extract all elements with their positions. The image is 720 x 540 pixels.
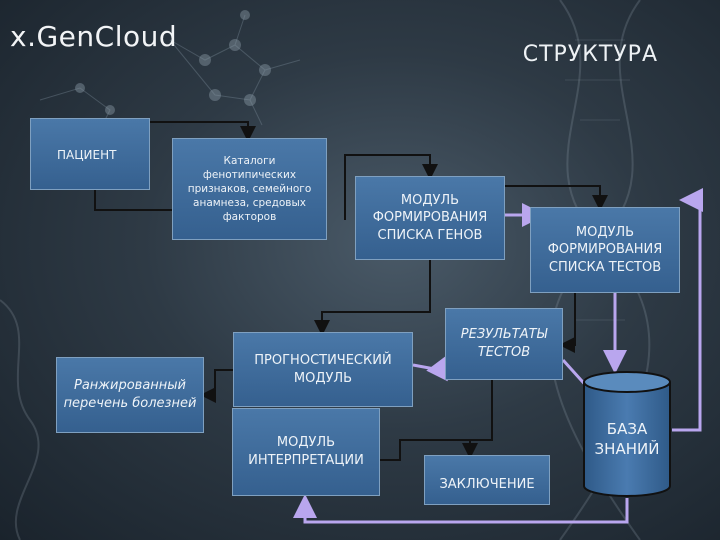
- box-interpretation-module-label: МОДУЛЬ ИНТЕРПРЕТАЦИИ: [248, 435, 364, 468]
- arrow-interpretation-to-conclusion: [405, 439, 478, 459]
- box-catalogs: Каталоги фенотипических признаков, семей…: [172, 138, 327, 240]
- box-ranked-diseases-label: Ранжированный перечень болезней: [63, 378, 197, 411]
- box-gene-list-module: МОДУЛЬ ФОРМИРОВАНИЯ СПИСКА ГЕНОВ: [355, 176, 505, 260]
- box-test-list-module: МОДУЛЬ ФОРМИРОВАНИЯ СПИСКА ТЕСТОВ: [530, 207, 680, 293]
- box-interpretation-module: МОДУЛЬ ИНТЕРПРЕТАЦИИ: [232, 408, 380, 496]
- link-violet-prognostic-results: [412, 354, 448, 382]
- box-test-results-label: РЕЗУЛЬТАТЫ ТЕСТОВ: [460, 327, 548, 360]
- box-test-results: РЕЗУЛЬТАТЫ ТЕСТОВ: [445, 308, 563, 380]
- box-patient: ПАЦИЕНТ: [30, 118, 150, 190]
- box-ranked-diseases: Ранжированный перечень болезней: [56, 357, 204, 433]
- box-conclusion: ЗАКЛЮЧЕНИЕ: [424, 455, 550, 505]
- box-conclusion-label: ЗАКЛЮЧЕНИЕ: [439, 477, 535, 493]
- box-prognostic-module-label: ПРОГНОСТИЧЕСКИЙ МОДУЛЬ: [254, 352, 392, 386]
- box-prognostic-module: ПРОГНОСТИЧЕСКИЙ МОДУЛЬ: [233, 332, 413, 407]
- box-patient-label: ПАЦИЕНТ: [57, 148, 117, 162]
- arrow-patient-to-catalogs: [94, 190, 172, 211]
- box-gene-list-module-label: МОДУЛЬ ФОРМИРОВАНИЯ СПИСКА ГЕНОВ: [372, 192, 488, 243]
- arrow-genes-to-tests: [505, 185, 608, 211]
- arrow-genes-to-prognostic: [314, 260, 431, 336]
- arrow-prognostic-to-ranked: [200, 369, 233, 403]
- box-catalogs-label: Каталоги фенотипических признаков, семей…: [187, 154, 312, 224]
- arrow-patient-loop: [150, 121, 256, 142]
- knowledge-base-cylinder: [583, 371, 671, 497]
- logo: x.GenCloud: [10, 20, 178, 53]
- box-test-list-module-label: МОДУЛЬ ФОРМИРОВАНИЯ СПИСКА ТЕСТОВ: [547, 224, 663, 275]
- page-title: СТРУКТУРА: [522, 42, 658, 67]
- arrow-tests-to-results: [559, 293, 576, 353]
- knowledge-base-label: БАЗА ЗНАНИЙ: [594, 420, 660, 458]
